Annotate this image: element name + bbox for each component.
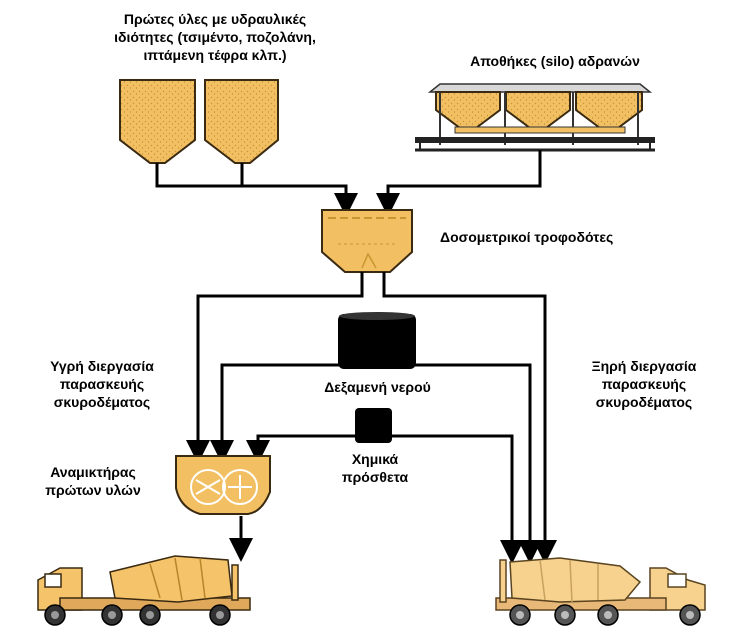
raw-material-mixer <box>175 455 271 515</box>
hydraulic-material-silos <box>119 79 279 164</box>
water-tank-label: Δεξαμενή νερού <box>324 379 431 395</box>
chemical-additives-line-1: Χημικά <box>351 451 399 467</box>
hydraulic-materials-line-3: ιπτάμενη τέφρα κλπ.) <box>143 47 287 63</box>
chemical-additives-line-2: πρόσθετα <box>341 469 409 485</box>
wet-process-label: Υγρή διεργασία παρασκευής σκυροδέματος <box>14 357 190 411</box>
wet-process-line-3: σκυροδέματος <box>53 394 151 410</box>
dry-process-line-2: παρασκευής <box>601 376 687 392</box>
hydraulic-materials-line-1: Πρώτες ύλες με υδραυλικές <box>123 11 307 27</box>
wet-process-line-1: Υγρή διεργασία <box>50 358 154 374</box>
dry-process-line-3: σκυροδέματος <box>595 394 693 410</box>
feed-lines-down <box>186 272 557 564</box>
left-mixer-truck <box>37 555 251 626</box>
aggregate-silos <box>415 83 655 152</box>
mixer-label: Αναμικτήρας πρώτων υλών <box>28 463 158 499</box>
hydraulic-materials-line-2: ιδιότητες (τσιμέντο, ποζολάνη, <box>114 29 316 45</box>
mixer-line-1: Αναμικτήρας <box>50 464 136 480</box>
batching-feeder-hopper <box>321 209 413 273</box>
dry-process-label: Ξηρή διεργασία παρασκευής σκυροδέματος <box>556 357 732 411</box>
mixer-line-2: πρώτων υλών <box>45 482 141 498</box>
water-tank <box>338 312 416 369</box>
aggregate-silos-label: Αποθήκες (silo) αδρανών <box>470 53 640 69</box>
feed-lines-top <box>155 150 542 217</box>
dry-process-line-1: Ξηρή διεργασία <box>591 358 697 374</box>
wet-process-line-2: παρασκευής <box>59 376 145 392</box>
right-mixer-truck <box>495 557 706 626</box>
chemical-additives-label: Χημικά πρόσθετα <box>320 450 430 486</box>
batching-feeders-label: Δοσομετρικοί τροφοδότες <box>440 229 614 245</box>
chemical-additives-container <box>355 408 392 443</box>
hydraulic-materials-label: Πρώτες ύλες με υδραυλικές ιδιότητες (τσι… <box>50 10 380 64</box>
